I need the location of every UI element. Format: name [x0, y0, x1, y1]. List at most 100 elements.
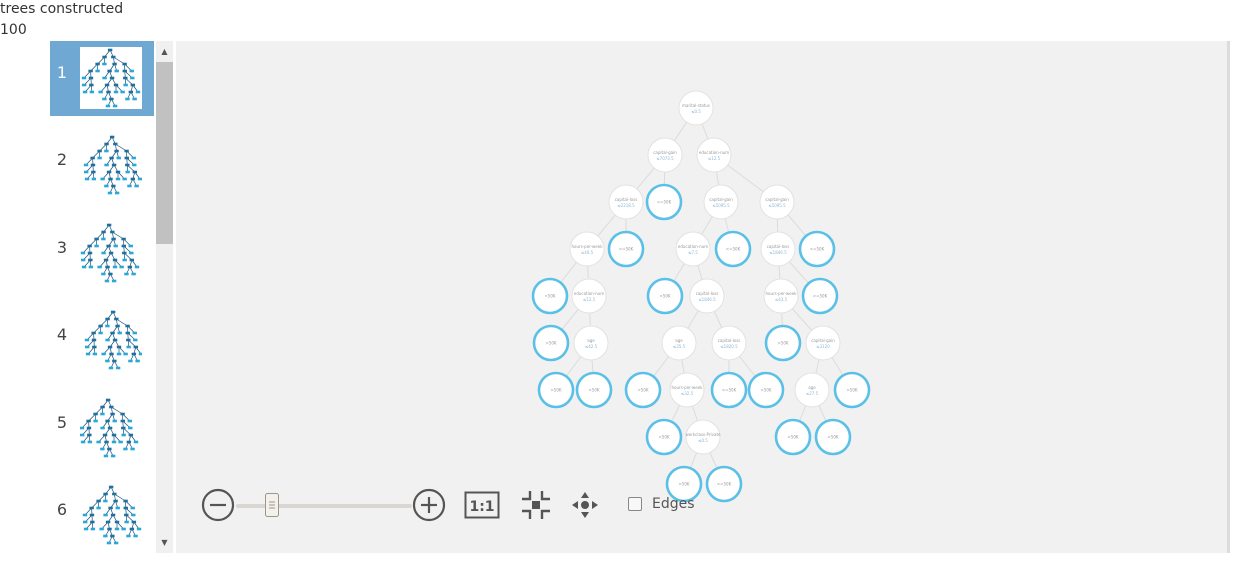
node-condition: ≤5095.5 — [712, 203, 730, 208]
zoom-out-icon[interactable] — [201, 488, 235, 522]
node-label: >50K — [637, 388, 648, 393]
tree-split-node[interactable]: capital-gain≤5095.5 — [703, 184, 739, 220]
node-label: >50K — [827, 435, 838, 440]
tree-leaf-node[interactable]: <=50K — [705, 465, 743, 503]
tree-split-node[interactable]: hours-per-week≤43.5 — [763, 278, 799, 314]
tree-split-node[interactable]: marital-status≤0.5 — [678, 90, 714, 126]
tree-leaf-node[interactable]: >50K — [774, 418, 812, 456]
tree-leaf-node[interactable]: >50K — [532, 324, 570, 362]
tree-split-node[interactable]: education-num≤12.5 — [571, 278, 607, 314]
tree-thumbnail-3[interactable]: 3 — [50, 216, 154, 291]
node-label: <=50K — [813, 294, 828, 299]
tree-leaf-node[interactable]: <=50K — [798, 230, 836, 268]
pan-move-icon[interactable] — [570, 490, 600, 520]
tree-split-node[interactable]: capital-loss≤1846.5 — [760, 231, 796, 267]
actual-size-button[interactable]: 1:1 — [464, 491, 500, 519]
edges-checkbox[interactable] — [628, 497, 642, 511]
node-label: education-num — [699, 150, 729, 155]
node-label: age — [675, 338, 683, 343]
tree-leaf-node[interactable]: <=50K — [714, 230, 752, 268]
tree-thumbnail-2[interactable]: 2 — [50, 128, 154, 203]
node-label: >50K — [658, 435, 669, 440]
tree-leaf-node[interactable]: >50K — [624, 371, 662, 409]
node-label: workclass-Private — [686, 432, 722, 437]
tree-leaf-node[interactable]: <=50K — [607, 230, 645, 268]
node-condition: ≤43.5 — [775, 297, 788, 302]
actual-size-label: 1:1 — [469, 499, 494, 515]
node-label: capital-gain — [709, 197, 733, 202]
tree-leaf-node[interactable]: >50K — [764, 324, 802, 362]
node-label: hours-per-week — [765, 291, 797, 296]
tree-leaf-node[interactable]: >50K — [537, 371, 575, 409]
node-label: capital-loss — [615, 197, 638, 202]
thumbnail-number: 6 — [56, 500, 68, 519]
tree-thumbnail-image — [80, 134, 142, 196]
node-label: >50K — [777, 341, 788, 346]
tree-thumbnail-1[interactable]: 1 — [50, 41, 154, 116]
node-condition: ≤7.5 — [688, 250, 698, 255]
edges-toggle[interactable]: Edges — [628, 496, 695, 512]
node-condition: ≤27.5 — [806, 391, 819, 396]
thumbnail-tree-icon — [83, 135, 142, 195]
tree-split-node[interactable]: capital-loss≤2218.5 — [608, 184, 644, 220]
thumbnail-scrollbar[interactable]: ▲ ▼ — [156, 41, 173, 553]
tree-split-node[interactable]: hours-per-week≤40.5 — [569, 231, 605, 267]
scrollbar-thumb[interactable] — [156, 62, 173, 244]
node-condition: ≤2218.5 — [617, 203, 635, 208]
node-label: <=50K — [722, 388, 737, 393]
scroll-down-arrow-icon[interactable]: ▼ — [161, 538, 168, 547]
tree-leaf-node[interactable]: <=50K — [801, 277, 839, 315]
tree-leaf-node[interactable]: >50K — [575, 371, 613, 409]
fit-to-screen-icon[interactable] — [520, 489, 552, 521]
zoom-in-icon[interactable] — [412, 488, 446, 522]
edges-label: Edges — [652, 496, 695, 512]
tree-split-node[interactable]: capital-loss≤1846.5 — [689, 278, 725, 314]
tree-leaf-node[interactable]: <=50K — [710, 371, 748, 409]
tree-leaf-node[interactable]: >50K — [531, 277, 569, 315]
tree-split-node[interactable]: age≤27.5 — [794, 372, 830, 408]
tree-leaf-node[interactable]: >50K — [646, 277, 684, 315]
tree-split-node[interactable]: age≤35.5 — [661, 325, 697, 361]
thumbnail-tree-icon — [80, 398, 139, 458]
thumbnail-number: 1 — [56, 63, 68, 82]
tree-split-node[interactable]: hours-per-week≤32.5 — [669, 372, 705, 408]
trees-constructed-label: trees constructed — [0, 1, 124, 17]
tree-leaf-node[interactable]: >50K — [833, 371, 871, 409]
tree-split-node[interactable]: capital-gain≤3120 — [805, 325, 841, 361]
tree-split-node[interactable]: education-num≤7.5 — [675, 231, 711, 267]
tree-thumbnail-4[interactable]: 4 — [50, 303, 154, 378]
thumbnail-number: 4 — [56, 325, 68, 344]
thumbnail-number: 2 — [56, 150, 68, 169]
node-label: capital-gain — [653, 150, 677, 155]
tree-leaf-node[interactable]: >50K — [645, 418, 683, 456]
tree-thumbnail-image — [80, 484, 142, 546]
node-label: marital-status — [682, 103, 710, 108]
tree-leaf-node[interactable]: <=50K — [645, 183, 683, 221]
tree-split-node[interactable]: capital-gain≤7073.5 — [647, 137, 683, 173]
tree-thumbnail-5[interactable]: 5 — [50, 391, 154, 466]
node-condition: ≤3120 — [816, 344, 830, 349]
node-condition: ≤0.5 — [691, 109, 701, 114]
decision-tree-graph[interactable]: marital-status≤0.5capital-gain≤7073.5edu… — [176, 41, 1227, 553]
node-label: >50K — [550, 388, 561, 393]
node-label: >50K — [659, 294, 670, 299]
tree-thumbnail-6[interactable]: 6 — [50, 478, 154, 553]
tree-split-node[interactable]: workclass-Private≤0.5 — [685, 419, 722, 455]
tree-thumbnail-image — [80, 397, 142, 459]
tree-leaf-node[interactable]: >50K — [814, 418, 852, 456]
scroll-up-arrow-icon[interactable]: ▲ — [161, 47, 168, 56]
tree-split-node[interactable]: capital-gain≤5095.5 — [759, 184, 795, 220]
node-label: <=50K — [810, 247, 825, 252]
tree-leaf-node[interactable]: >50K — [747, 371, 785, 409]
tree-split-node[interactable]: age≤42.5 — [573, 325, 609, 361]
tree-split-node[interactable]: capital-loss≤1820.5 — [711, 325, 747, 361]
zoom-slider-handle[interactable] — [265, 493, 280, 517]
zoom-slider[interactable] — [236, 503, 412, 509]
node-label: age — [587, 338, 595, 343]
node-condition: ≤0.5 — [698, 438, 708, 443]
tree-leaf-node[interactable]: >50K — [665, 465, 703, 503]
node-condition: ≤32.5 — [681, 391, 694, 396]
node-label: capital-loss — [696, 291, 719, 296]
tree-split-node[interactable]: education-num≤12.5 — [696, 137, 732, 173]
